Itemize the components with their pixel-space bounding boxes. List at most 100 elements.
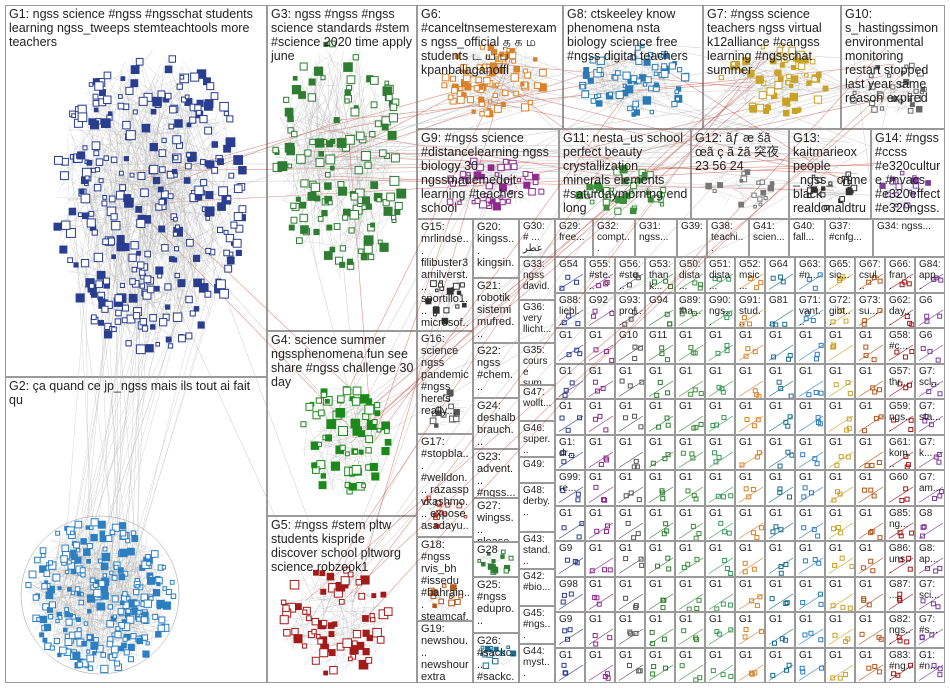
small-group-label: G6 xyxy=(919,330,933,341)
node-mark xyxy=(173,216,178,222)
node-mark xyxy=(710,667,716,673)
small-group-label: G1 xyxy=(709,578,723,590)
node-mark xyxy=(130,633,137,640)
edge-line xyxy=(618,664,644,681)
small-group-label: G52: msic... xyxy=(739,259,761,292)
small-group-nodes xyxy=(618,628,644,645)
node-mark xyxy=(307,93,317,102)
node-mark xyxy=(114,318,122,325)
node-mark xyxy=(371,472,380,481)
small-group-label: G1 xyxy=(829,507,843,519)
node-mark xyxy=(325,434,332,442)
node-mark xyxy=(396,188,407,199)
node-mark xyxy=(389,103,398,112)
small-group-label: G1 xyxy=(739,401,753,412)
node-mark xyxy=(290,216,298,224)
small-group-label: G1 xyxy=(589,436,603,448)
node-mark xyxy=(129,172,135,178)
small-group-label: G1 xyxy=(829,365,843,377)
small-group-label: G1 xyxy=(799,365,813,377)
node-mark xyxy=(73,262,79,268)
node-mark xyxy=(483,109,491,117)
node-mark xyxy=(593,641,599,647)
node-mark xyxy=(650,641,656,647)
node-mark xyxy=(204,290,212,298)
node-mark xyxy=(283,629,291,637)
node-mark xyxy=(337,181,345,188)
node-mark xyxy=(832,632,838,638)
node-mark xyxy=(305,402,314,411)
group-label-g49: G49: xyxy=(523,459,545,470)
node-mark xyxy=(920,597,926,603)
node-mark xyxy=(122,120,131,130)
node-mark xyxy=(772,640,778,646)
node-mark xyxy=(217,158,224,166)
node-mark xyxy=(649,629,655,635)
edge-line xyxy=(918,344,944,361)
node-mark xyxy=(493,104,502,113)
node-mark xyxy=(216,226,224,234)
node-mark xyxy=(103,71,112,80)
node-mark xyxy=(931,495,937,501)
node-mark xyxy=(141,123,151,133)
node-mark xyxy=(366,398,373,405)
node-mark xyxy=(199,115,208,124)
node-mark xyxy=(165,336,172,343)
node-mark xyxy=(779,636,785,642)
node-mark xyxy=(204,126,212,135)
small-group-label: G1 xyxy=(619,436,633,448)
node-mark xyxy=(563,670,569,676)
node-mark xyxy=(78,599,85,606)
group-label-g10: G10: s_hastingssimon environmental monit… xyxy=(845,7,939,105)
group-label-g13: G13: kaitmarieox people _ngss_ crime bla… xyxy=(793,131,868,218)
group-panel-g21: G21: robotik sistemi mufred... xyxy=(473,278,519,343)
node-mark xyxy=(189,310,196,317)
node-mark xyxy=(351,465,362,475)
small-group-cell: G93: prof... xyxy=(615,292,645,328)
node-mark xyxy=(323,251,333,260)
node-mark xyxy=(355,579,363,586)
node-mark xyxy=(358,449,364,455)
node-mark xyxy=(139,283,145,289)
node-mark xyxy=(818,637,824,643)
node-mark xyxy=(125,538,131,544)
node-mark xyxy=(145,553,151,560)
node-mark xyxy=(653,71,659,77)
node-mark xyxy=(172,312,183,322)
node-mark xyxy=(802,632,808,638)
node-mark xyxy=(374,402,381,409)
node-mark xyxy=(929,632,935,638)
node-mark xyxy=(115,190,125,200)
node-mark xyxy=(767,184,775,192)
node-mark xyxy=(284,142,295,153)
small-group-label: G64 xyxy=(769,259,788,270)
small-group-label: G1 xyxy=(619,401,633,412)
node-mark xyxy=(906,382,912,388)
node-mark xyxy=(791,107,798,114)
node-mark xyxy=(323,670,329,676)
small-group-label: G1 xyxy=(769,401,783,412)
node-mark xyxy=(315,138,325,148)
node-mark xyxy=(361,151,371,161)
node-mark xyxy=(342,214,349,221)
node-mark xyxy=(168,123,175,130)
group-label-g31: G31: ngss... xyxy=(639,221,669,243)
node-mark xyxy=(935,603,941,609)
node-mark xyxy=(158,149,167,157)
node-mark xyxy=(477,559,482,563)
node-mark xyxy=(681,628,687,634)
node-mark xyxy=(315,634,321,639)
edge-line xyxy=(828,664,854,681)
small-group-label: G1 xyxy=(799,614,813,625)
node-mark xyxy=(173,246,180,252)
node-mark xyxy=(90,641,99,650)
node-mark xyxy=(76,627,82,633)
node-mark xyxy=(595,100,603,107)
node-mark xyxy=(299,201,307,209)
node-mark xyxy=(98,178,104,184)
node-mark xyxy=(379,149,387,157)
node-mark xyxy=(361,196,370,205)
node-mark xyxy=(109,570,114,575)
node-mark xyxy=(907,107,914,114)
node-mark xyxy=(111,595,119,603)
